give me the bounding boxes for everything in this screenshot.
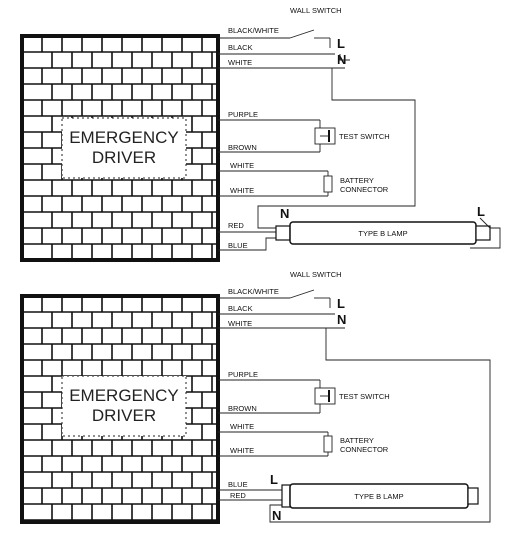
wire-label-black-white: BLACK/WHITE: [228, 287, 279, 296]
terminal-neutral: N: [337, 312, 346, 327]
battery-label-line2: CONNECTOR: [340, 185, 389, 194]
wall-switch-label: WALL SWITCH: [290, 6, 342, 15]
lamp-terminal-left: L: [270, 472, 278, 487]
wall-switch-symbol: [289, 289, 315, 299]
battery-label-line1: BATTERY: [340, 436, 374, 445]
type-b-lamp-2: TYPE B LAMP: [281, 483, 479, 509]
lamp-terminal-left: N: [280, 206, 289, 221]
test-switch-label: TEST SWITCH: [339, 132, 390, 141]
lamp-terminal-bottom: N: [272, 508, 281, 523]
wire-label-blue: BLUE: [228, 480, 248, 489]
driver-label-line2: DRIVER: [92, 406, 156, 425]
wire-label-purple: PURPLE: [228, 370, 258, 379]
wall-switch-label: WALL SWITCH: [290, 270, 342, 279]
lamp-label: TYPE B LAMP: [354, 492, 403, 501]
type-b-lamp-1: TYPE B LAMP: [275, 221, 491, 245]
terminal-line: L: [337, 36, 345, 51]
test-switch-symbol: [314, 120, 336, 152]
wire-label-red: RED: [228, 221, 244, 230]
wire-label-black: BLACK: [228, 304, 253, 313]
diagram-1: EMERGENCY DRIVER WALL SWITCH BLACK/WHITE…: [20, 6, 501, 262]
diagram-2: EMERGENCY DRIVER WALL SWITCH BLACK/WHITE…: [20, 270, 491, 524]
wire-label-black-white: BLACK/WHITE: [228, 26, 279, 35]
lamp-terminal-right: L: [477, 204, 485, 219]
terminal-line: L: [337, 296, 345, 311]
test-switch-label: TEST SWITCH: [339, 392, 390, 401]
wire-label-white-line: WHITE: [228, 319, 252, 328]
battery-connector-symbol: [323, 432, 333, 456]
wire-label-brown: BROWN: [228, 143, 257, 152]
battery-label-line1: BATTERY: [340, 176, 374, 185]
battery-connector-symbol: [323, 171, 333, 196]
wire-label-brown: BROWN: [228, 404, 257, 413]
wire-label-black: BLACK: [228, 43, 253, 52]
emergency-driver-box-1: EMERGENCY DRIVER: [20, 34, 220, 262]
wire-label-purple: PURPLE: [228, 110, 258, 119]
wire-label-red: RED: [230, 491, 246, 500]
lamp-label: TYPE B LAMP: [358, 229, 407, 238]
driver-label-line1: EMERGENCY: [69, 128, 179, 147]
wire-label-white-2: WHITE: [230, 446, 254, 455]
wire-label-blue: BLUE: [228, 241, 248, 250]
test-switch-symbol: [314, 380, 336, 413]
wire-label-white-2: WHITE: [230, 186, 254, 195]
wall-switch-symbol: [289, 29, 315, 39]
emergency-driver-box-2: EMERGENCY DRIVER: [20, 294, 220, 524]
wire-label-white-line: WHITE: [228, 58, 252, 67]
wire-label-white-1: WHITE: [230, 161, 254, 170]
driver-label-line1: EMERGENCY: [69, 386, 179, 405]
wire-label-white-1: WHITE: [230, 422, 254, 431]
battery-label-line2: CONNECTOR: [340, 445, 389, 454]
driver-label-line2: DRIVER: [92, 148, 156, 167]
terminal-neutral: N: [337, 52, 346, 67]
